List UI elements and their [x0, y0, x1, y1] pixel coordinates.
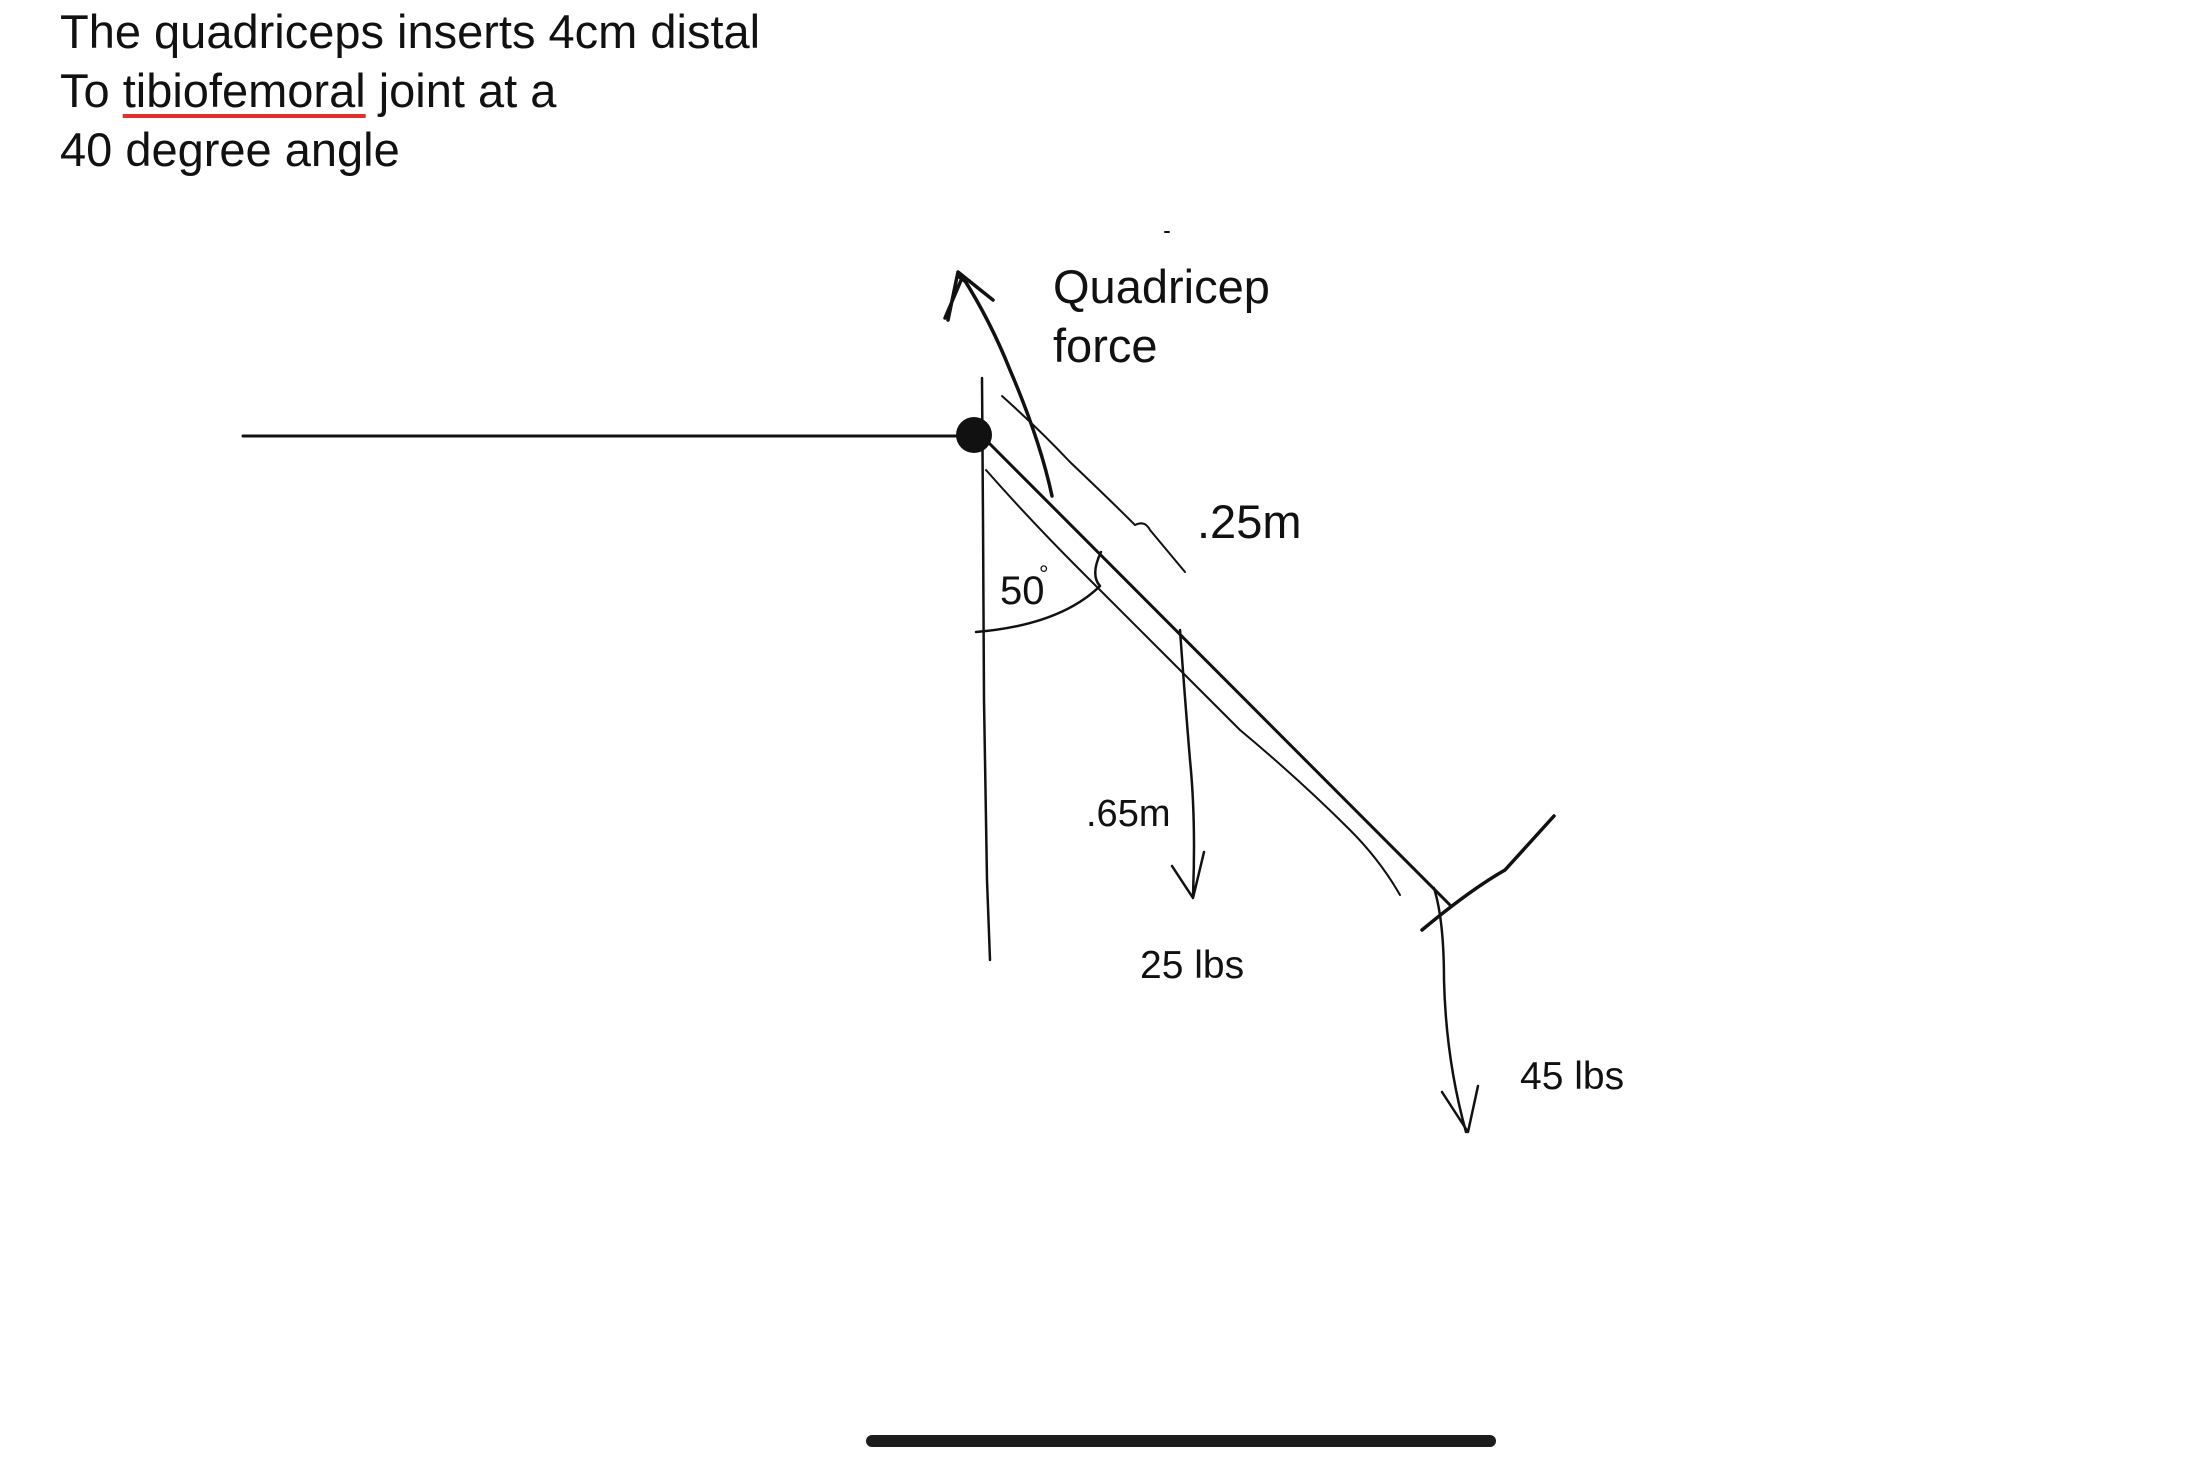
- quadricep-label-line-1: Quadricep: [1053, 260, 1270, 313]
- note-line-2: To tibiofemoral joint at a: [60, 61, 760, 120]
- mid-weight-arrowhead: [1170, 850, 1206, 900]
- note-line-2-prefix: To: [60, 64, 123, 117]
- quadricep-arrowhead: [943, 270, 995, 322]
- quadricep-label-line-2: force: [1053, 319, 1158, 372]
- vertical-reference-line: [980, 376, 992, 962]
- mid-weight-arrow: [1178, 628, 1196, 897]
- distance-long-label: .65m: [1086, 793, 1170, 835]
- end-weight-arrow: [1432, 886, 1468, 1134]
- angle-arc: [974, 550, 1103, 634]
- quadricep-force-arrow: [960, 274, 1054, 498]
- problem-statement: The quadriceps inserts 4cm distal To tib…: [60, 2, 760, 179]
- angle-value-label: 50: [1000, 569, 1045, 613]
- note-line-1: The quadriceps inserts 4cm distal: [60, 5, 761, 58]
- note-line-3: 40 degree angle: [60, 123, 400, 176]
- mid-weight-label: 25 lbs: [1140, 944, 1244, 987]
- home-indicator-bar[interactable]: [866, 1435, 1496, 1447]
- knee-joint-dot: [956, 417, 992, 453]
- dimension-line-short: [1001, 395, 1186, 573]
- dimension-line-long: [985, 469, 1401, 896]
- end-weight-label: 45 lbs: [1520, 1055, 1624, 1098]
- note-line-2-suffix: joint at a: [365, 64, 557, 117]
- angle-degree-symbol: °: [1039, 561, 1049, 588]
- misspelled-word[interactable]: tibiofemoral: [122, 64, 366, 117]
- distance-short-label: .25m: [1197, 495, 1302, 548]
- foot-line: [1420, 814, 1556, 932]
- end-weight-arrowhead: [1440, 1084, 1480, 1134]
- leg-segment: [980, 434, 1452, 907]
